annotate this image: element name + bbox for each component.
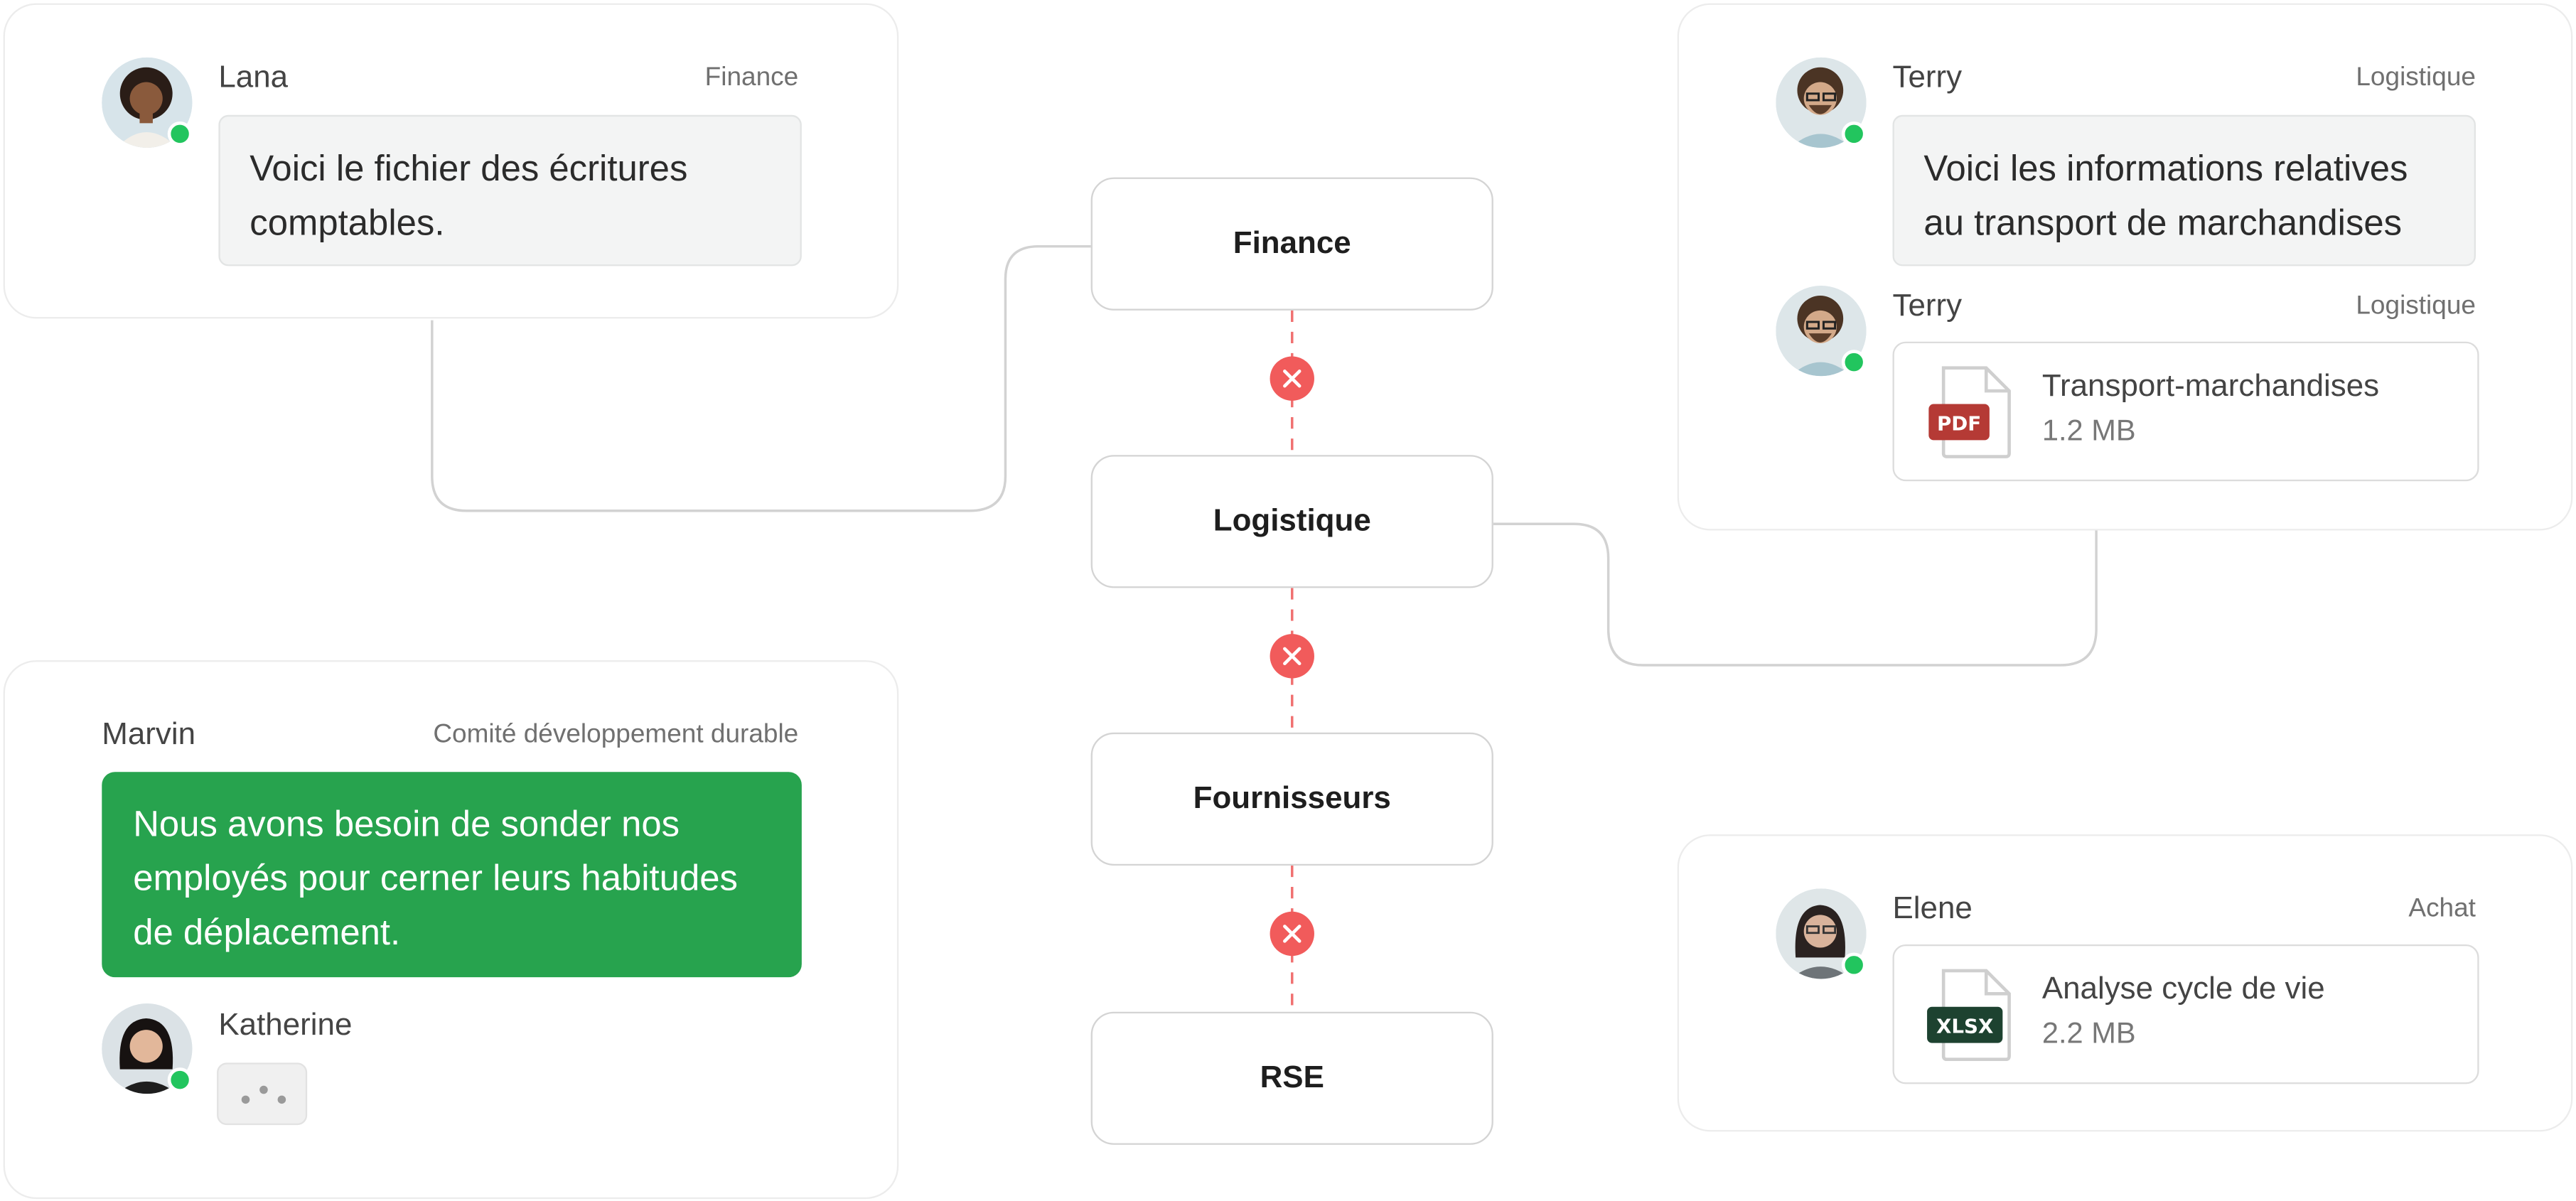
chat-card-sustainability: Marvin Comité développement durable Nous… (3, 660, 899, 1200)
disconnect-icon[interactable] (1270, 911, 1314, 957)
chat-card-finance: Lana Finance Voici le fichier des écritu… (3, 3, 899, 319)
file-attachment[interactable]: XLSX Analyse cycle de vie 2.2 MB (1892, 944, 2479, 1084)
sender-department: Logistique (2356, 64, 2476, 92)
chat-card-achat: Elene Achat XLSX Analyse cycle de vie 2.… (1677, 834, 2573, 1132)
avatar-elene (1776, 888, 1867, 979)
file-name: Transport-marchandises (2041, 370, 2380, 404)
typing-indicator (217, 1062, 308, 1126)
xlsx-file-icon: XLSX (1927, 969, 2011, 1062)
online-status-icon (1841, 952, 1867, 978)
sender-name: Terry (1892, 60, 1963, 96)
message-bubble: Voici le fichier des écritures comptable… (218, 114, 802, 266)
online-status-icon (1841, 350, 1867, 375)
sender-department: Comité développement durable (433, 721, 799, 749)
sender-department: Achat (2408, 895, 2476, 923)
online-status-icon (167, 122, 193, 146)
sender-department: Logistique (2356, 292, 2476, 321)
sender-name: Terry (1892, 289, 1963, 324)
disconnect-icon[interactable] (1270, 634, 1314, 679)
sender-name: Lana (218, 60, 289, 96)
message-bubble: Voici les informations relatives au tran… (1892, 114, 2476, 266)
file-attachment[interactable]: PDF Transport-marchandises 1.2 MB (1892, 341, 2479, 482)
node-logistique[interactable]: Logistique (1090, 455, 1493, 588)
online-status-icon (167, 1067, 193, 1092)
svg-text:XLSX: XLSX (1936, 1015, 1993, 1038)
file-size: 1.2 MB (2041, 414, 2136, 447)
sender-name: Katherine (218, 1008, 353, 1043)
node-finance[interactable]: Finance (1090, 177, 1493, 311)
sender-name: Marvin (102, 717, 196, 753)
file-size: 2.2 MB (2041, 1016, 2136, 1050)
node-fournisseurs[interactable]: Fournisseurs (1090, 732, 1493, 866)
online-status-icon (1841, 122, 1867, 146)
disconnect-icon[interactable] (1270, 356, 1314, 401)
sender-department: Finance (704, 64, 799, 92)
svg-text:PDF: PDF (1937, 412, 1981, 436)
avatar-terry (1776, 57, 1867, 149)
chat-card-logistique: Terry Logistique Voici les informations … (1677, 3, 2573, 531)
file-name: Analyse cycle de vie (2041, 972, 2325, 1007)
node-rse[interactable]: RSE (1090, 1011, 1493, 1145)
sender-name: Elene (1892, 891, 1973, 927)
pdf-file-icon: PDF (1928, 366, 2011, 458)
message-bubble: Nous avons besoin de sonder nos employés… (102, 772, 802, 978)
